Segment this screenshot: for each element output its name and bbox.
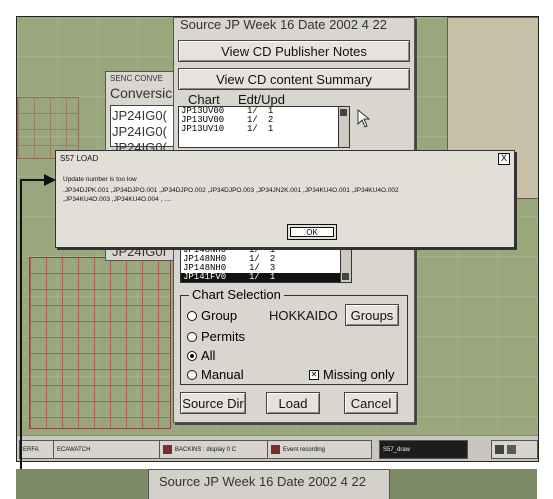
tray-icon	[507, 445, 516, 454]
app-icon	[271, 445, 280, 454]
source-dir-button[interactable]: Source Dir	[180, 392, 246, 414]
s57-load-dialog: S57 LOAD X Update number is too low .JP3…	[55, 150, 515, 248]
taskbar: ERFA ECAWATCH BACKINS : display 0 C Even…	[17, 435, 538, 461]
update: 1	[269, 245, 276, 255]
annotation-line	[20, 180, 22, 499]
senc-list[interactable]	[110, 105, 174, 147]
edition: 1/	[247, 124, 258, 134]
update: 2	[267, 115, 274, 125]
tray-icon	[495, 445, 504, 454]
screen-photo: SENC CONVE Conversic JP24IG0( JP24IG0( J…	[16, 16, 539, 462]
alert-file-list-line: ,JP34KU4O.003 ,JP34KU4O.004 , ....	[63, 196, 172, 203]
alert-file-list-line: .JP34DJPK.001 ,JP34DJPO.001 ,JP34DJPO.00…	[63, 187, 399, 194]
taskbar-item-label: ECAWATCH	[57, 446, 91, 453]
chart-column-header: Chart	[188, 92, 220, 107]
source-dialog-title: Source JP Week 16 Date 2002 4 22	[180, 17, 387, 32]
radio-group[interactable]: Group	[187, 308, 237, 323]
radio-icon	[187, 310, 197, 321]
radio-label: Manual	[201, 367, 244, 382]
radio-selected-icon	[187, 350, 197, 361]
chart-selection-group: Chart Selection Group HOKKAIDO Groups Pe…	[180, 287, 408, 385]
chart-list-bottom[interactable]: JP148NH0 1/1 JP148NH0 1/2 JP148NH0 1/3 JP14…	[180, 245, 352, 283]
view-content-summary-button[interactable]: View CD content Summary	[178, 68, 410, 90]
edition: 1/	[247, 106, 258, 116]
taskbar-item[interactable]: ERFA	[19, 440, 54, 459]
scroll-up-arrow-icon[interactable]	[340, 109, 347, 116]
taskbar-item-label: ERFA	[23, 446, 39, 453]
taskbar-item[interactable]: ECAWATCH	[53, 440, 160, 459]
senc-panel-subtitle: Conversic	[110, 85, 173, 101]
close-icon[interactable]: X	[498, 153, 510, 165]
chart-selection-legend: Chart Selection	[189, 287, 284, 302]
chart-id: JP13UV00	[181, 106, 225, 116]
taskbar-item-active[interactable]: S57_draw	[379, 440, 468, 459]
radio-permits[interactable]: Permits	[187, 329, 245, 344]
cancel-button[interactable]: Cancel	[344, 392, 398, 414]
chart-id: JP148NH0	[183, 254, 227, 264]
list-item[interactable]: JP148NH0 1/3	[181, 264, 351, 273]
edition: 1/	[249, 263, 260, 273]
missing-only-checkbox[interactable]: ✕ Missing only	[309, 367, 395, 382]
chart-list-top[interactable]: JP13UV00 1/1 JP13UV00 1/2 JP13UV10 1/1	[178, 106, 350, 148]
list-scrollbar[interactable]	[338, 107, 349, 147]
taskbar-item[interactable]: Event recording	[267, 440, 372, 459]
radio-label: Permits	[201, 329, 246, 344]
list-item[interactable]: JP148NH0 1/2	[181, 255, 351, 264]
app-icon	[163, 445, 172, 454]
source-dialog-copy: Source JP Week 16 Date 2002 4 22	[148, 469, 390, 499]
radio-manual[interactable]: Manual	[187, 367, 244, 382]
edition: 1/	[247, 115, 258, 125]
edition-column-header: Edt/Upd	[238, 92, 285, 107]
checkbox-label: Missing only	[323, 367, 395, 382]
edition: 1/	[249, 254, 260, 264]
update: 1	[269, 272, 276, 282]
radio-label: Group	[201, 308, 238, 323]
taskbar-item[interactable]: BACKINS : display 0 C	[159, 440, 268, 459]
taskbar-item-label: BACKINS : display 0 C	[175, 446, 237, 453]
annotation-arrow-icon	[20, 174, 56, 186]
list-item[interactable]: JP148NH0 1/1	[181, 246, 351, 255]
chart-id: JP141FV0	[183, 272, 227, 282]
chart-id: JP13UV00	[181, 115, 225, 125]
update: 2	[269, 254, 276, 264]
chart-id: JP148NH0	[183, 245, 227, 255]
group-value: HOKKAIDO	[269, 308, 338, 323]
chart-id: JP13UV10	[181, 124, 225, 134]
radio-icon	[187, 369, 197, 380]
list-item-selected[interactable]: JP141FV0 1/1	[181, 273, 351, 282]
list-scrollbar[interactable]	[340, 246, 351, 282]
mouse-cursor-icon	[357, 109, 371, 128]
chart-grid-overlay	[29, 257, 171, 429]
list-item[interactable]: JP13UV00 1/2	[179, 116, 349, 125]
second-photo-strip: Source JP Week 16 Date 2002 4 22	[16, 469, 537, 499]
radio-icon	[187, 331, 197, 342]
chart-id: JP148NH0	[183, 263, 227, 273]
chart-grid-overlay	[17, 97, 79, 159]
senc-panel-title: SENC CONVE	[110, 74, 163, 83]
taskbar-item-label: Event recording	[283, 446, 326, 453]
groups-button[interactable]: Groups	[345, 304, 399, 326]
edition: 1/	[249, 245, 260, 255]
senc-list-item[interactable]: JP24IG0(	[112, 108, 167, 123]
source-dialog-copy-title: Source JP Week 16 Date 2002 4 22	[159, 474, 366, 489]
update: 3	[269, 263, 276, 273]
alert-message: Update number is too low	[63, 176, 137, 183]
senc-list-item[interactable]: JP24IG0(	[112, 124, 167, 139]
alert-file-list: .JP34DJPK.001 ,JP34DJPO.001 ,JP34DJPO.00…	[63, 186, 507, 204]
ok-button[interactable]: OK	[287, 224, 337, 240]
s57-load-title: S57 LOAD	[60, 154, 99, 163]
radio-label: All	[201, 348, 216, 363]
system-tray[interactable]	[491, 440, 538, 459]
edition: 1/	[249, 272, 260, 282]
list-item[interactable]: JP13UV10 1/1	[179, 125, 349, 134]
update: 1	[267, 106, 274, 116]
checkbox-checked-icon: ✕	[309, 369, 319, 380]
update: 1	[267, 124, 274, 134]
load-button[interactable]: Load	[266, 392, 320, 414]
radio-all[interactable]: All	[187, 348, 215, 363]
list-item[interactable]: JP13UV00 1/1	[179, 107, 349, 116]
scroll-down-arrow-icon[interactable]	[342, 273, 349, 280]
taskbar-item-label: S57_draw	[383, 446, 411, 453]
view-publisher-notes-button[interactable]: View CD Publisher Notes	[178, 40, 410, 62]
